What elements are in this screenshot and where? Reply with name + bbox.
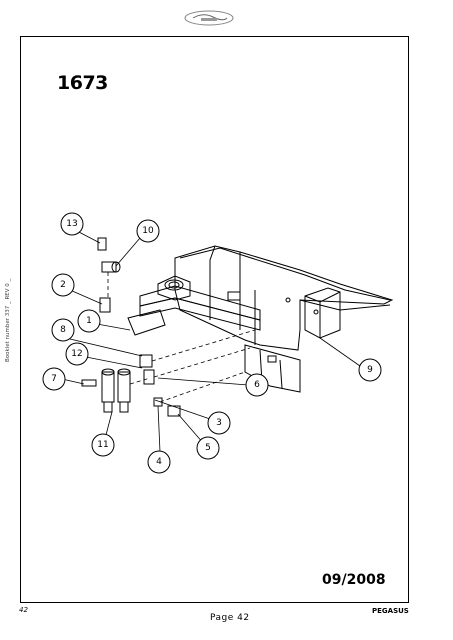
pegasus-logo (184, 10, 234, 26)
callout-8 (51, 318, 75, 342)
drawing-frame (20, 36, 409, 603)
callout-3 (207, 411, 231, 435)
callout-13 (60, 212, 84, 236)
callout-1 (77, 309, 101, 333)
drawing-date: 09/2008 (322, 572, 386, 588)
callout-12 (65, 342, 89, 366)
callout-5 (196, 436, 220, 460)
footer-brand: PEGASUS (372, 607, 409, 615)
callout-7-label: 7 (51, 374, 57, 384)
callout-leader-lines (61, 230, 361, 453)
callout-3-label: 3 (216, 418, 222, 428)
callout-10-label: 10 (142, 226, 154, 236)
callout-11 (91, 433, 115, 457)
footer-page-number: 42 (19, 606, 28, 614)
callout-12-label: 12 (71, 349, 82, 359)
callout-4-label: 4 (156, 457, 162, 467)
assembly-guide-lines (107, 272, 256, 403)
callout-2 (51, 273, 75, 297)
drawing-number: 1673 (57, 72, 108, 94)
callout-11-label: 11 (97, 440, 108, 450)
frame-assembly-drawing (81, 237, 394, 417)
callout-5-label: 5 (205, 443, 211, 453)
callout-9-label: 9 (367, 365, 373, 375)
callout-7 (42, 367, 66, 391)
callout-8-label: 8 (60, 325, 66, 335)
callout-13-label: 13 (66, 219, 77, 229)
callout-4 (147, 450, 171, 474)
callout-6-label: 6 (254, 380, 260, 390)
callout-10 (136, 219, 160, 243)
callout-9 (358, 358, 382, 382)
callout-6 (245, 373, 269, 397)
callout-1-label: 1 (86, 316, 92, 326)
callout-2-label: 2 (60, 280, 66, 290)
footer-page-label: Page 42 (210, 613, 250, 623)
